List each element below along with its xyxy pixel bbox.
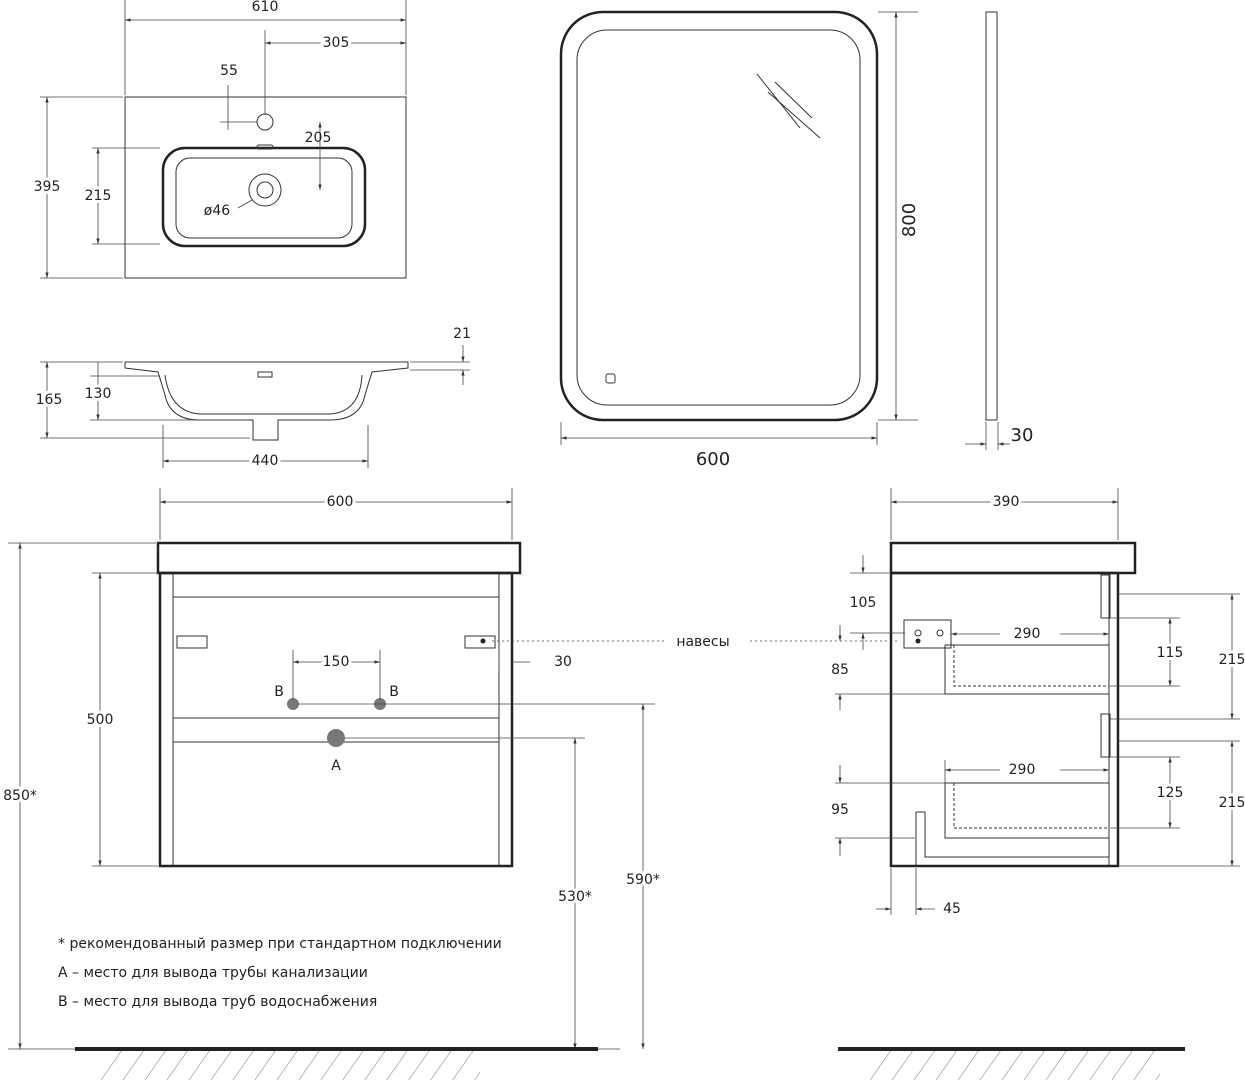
hanger-bracket xyxy=(903,619,952,649)
dim-bowl-depth: 215 xyxy=(85,188,112,204)
dim-basin-depth: 395 xyxy=(34,179,61,195)
dim-tap-offset: 55 xyxy=(220,63,238,79)
dim-drawer2-depth: 290 xyxy=(1009,762,1036,778)
note-recommended: * рекомендованный размер при стандартном… xyxy=(58,936,502,952)
basin-top-view: 610 305 55 205 395 215 ø46 xyxy=(31,0,407,279)
mirror-side-view: 30 xyxy=(965,11,1034,450)
dim-drain-diameter: ø46 xyxy=(204,203,230,219)
drain-pipe-a xyxy=(327,729,345,747)
label-b-right: B xyxy=(389,684,399,700)
basin-side-view: 21 165 130 440 xyxy=(33,326,471,472)
dim-cabinet-depth: 390 xyxy=(993,494,1020,510)
dim-bowl-width: 440 xyxy=(252,453,279,469)
hanger-left xyxy=(176,635,208,649)
cabinet-side-view: 390 105 290 85 115 215 290 125 95 215 45 xyxy=(831,488,1245,917)
dim-drawer1-depth: 290 xyxy=(1014,626,1041,642)
dim-basin-half-width: 305 xyxy=(323,35,350,51)
dim-leg: 45 xyxy=(943,901,961,917)
dim-rim: 21 xyxy=(453,326,471,342)
dim-drawer1-inner: 115 xyxy=(1157,645,1184,661)
label-a: A xyxy=(331,758,341,774)
dim-drawer2-inner: 125 xyxy=(1157,785,1184,801)
mirror-front-view: 800 600 xyxy=(559,10,920,470)
label-b-left: B xyxy=(274,684,284,700)
dim-mirror-height: 800 xyxy=(899,203,920,237)
dim-drain-height: 530* xyxy=(558,889,592,905)
touch-switch-icon xyxy=(605,373,616,384)
dim-bowl-height: 130 xyxy=(85,386,112,402)
dim-body-height: 500 xyxy=(87,712,114,728)
dim-drawer1-front: 215 xyxy=(1219,652,1245,668)
overflow-slot xyxy=(256,144,274,150)
dim-basin-height: 165 xyxy=(36,392,63,408)
dim-pipe-spacing: 150 xyxy=(323,654,350,670)
dim-total-height: 850* xyxy=(3,788,37,804)
hanger-right xyxy=(464,635,496,649)
cabinet-front-view: 600 500 150 30 B B A 850* 530* 590* наве… xyxy=(0,488,900,1049)
note-b: B – место для вывода труб водоснабжения xyxy=(58,994,377,1010)
dim-top-offset: 105 xyxy=(850,595,877,611)
dim-hanger-gap: 85 xyxy=(831,662,849,678)
dim-cabinet-width: 600 xyxy=(327,494,354,510)
drain-icon xyxy=(248,173,282,207)
tap-hole-icon xyxy=(256,113,274,131)
floor xyxy=(8,1047,1185,1080)
legend-notes: * рекомендованный размер при стандартном… xyxy=(58,936,502,1010)
dim-gap2: 95 xyxy=(831,802,849,818)
dim-basin-width: 610 xyxy=(252,0,279,15)
dim-drawer2-front: 215 xyxy=(1219,795,1245,811)
water-pipe-b-left xyxy=(287,698,299,710)
dim-mirror-width: 600 xyxy=(696,449,730,470)
label-hangers: навесы xyxy=(676,634,729,650)
dim-mirror-thickness: 30 xyxy=(1011,425,1034,446)
dim-hanger-offset: 30 xyxy=(554,654,572,670)
dim-drain-offset: 205 xyxy=(305,130,332,146)
note-a: A – место для вывода трубы канализации xyxy=(58,965,368,981)
dim-water-height: 590* xyxy=(626,872,660,888)
